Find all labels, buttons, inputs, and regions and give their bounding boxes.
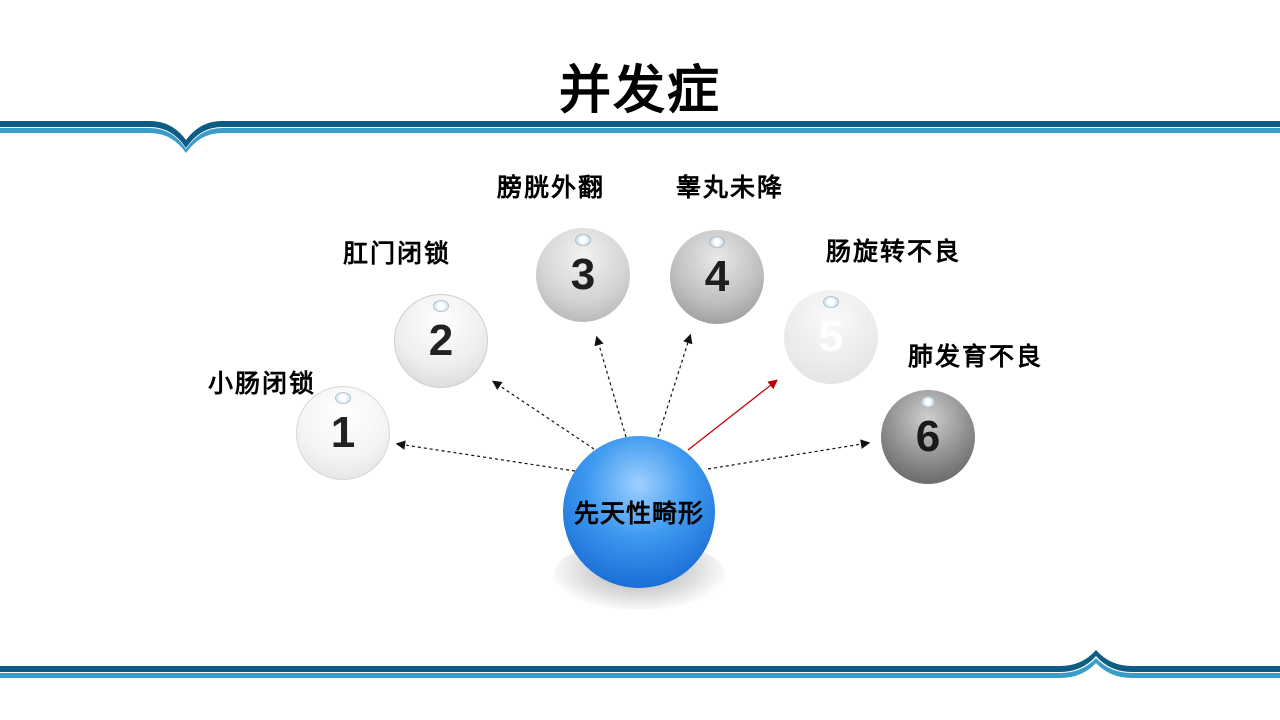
node-ball-1: 1 xyxy=(296,386,390,480)
highlight-icon xyxy=(920,396,936,408)
center-hub-ball: 先天性畸形 xyxy=(563,436,715,588)
node-ball-6: 6 xyxy=(881,390,975,484)
node-number: 2 xyxy=(428,316,454,365)
node-label-6: 肺发育不良 xyxy=(908,342,1044,371)
arrow-to-4 xyxy=(657,333,693,438)
node-number: 5 xyxy=(818,312,844,361)
arrow-to-1 xyxy=(395,440,576,472)
highlight-icon xyxy=(823,296,839,308)
center-hub-label: 先天性畸形 xyxy=(573,499,704,528)
node-number: 6 xyxy=(915,412,941,461)
highlight-icon xyxy=(709,236,725,248)
node-label-4: 睾丸未降 xyxy=(676,173,785,202)
node-ball-5: 5 xyxy=(784,290,878,384)
highlight-icon xyxy=(433,300,449,312)
arrow-to-5 xyxy=(687,379,778,451)
arrow-to-2 xyxy=(492,380,595,450)
node-number: 1 xyxy=(330,408,356,457)
node-label-1: 小肠闭锁 xyxy=(208,369,317,398)
slide-title: 并发症 xyxy=(558,61,721,121)
node-label-3: 膀胱外翻 xyxy=(497,173,606,202)
arrow-to-6 xyxy=(707,439,871,470)
highlight-icon xyxy=(575,234,591,246)
node-number: 3 xyxy=(570,250,596,299)
node-ball-3: 3 xyxy=(536,228,630,322)
node-label-2: 肛门闭锁 xyxy=(343,239,452,268)
arrow-to-3 xyxy=(594,335,627,438)
highlight-icon xyxy=(335,392,351,404)
node-ball-4: 4 xyxy=(670,230,764,324)
node-number: 4 xyxy=(704,252,730,301)
node-ball-2: 2 xyxy=(394,294,488,388)
node-label-5: 肠旋转不良 xyxy=(826,237,962,266)
